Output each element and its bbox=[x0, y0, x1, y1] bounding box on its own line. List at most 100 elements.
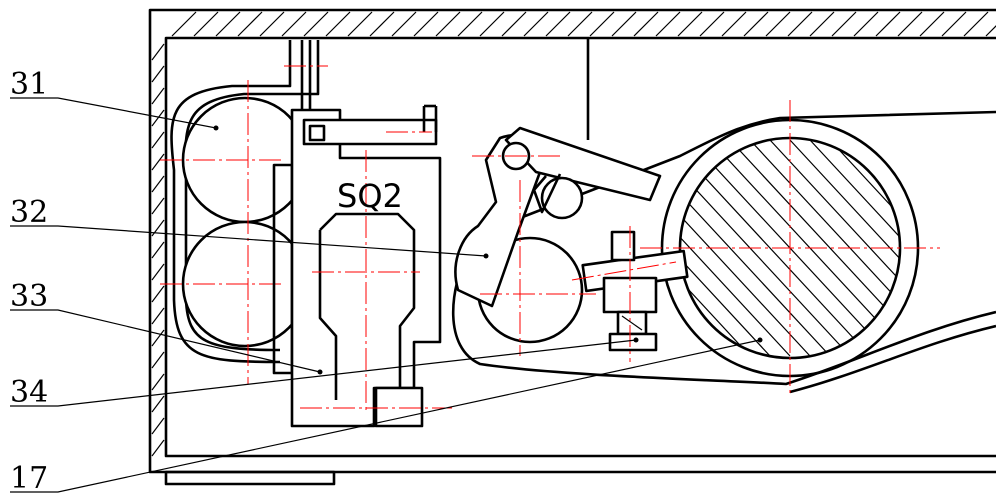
housing-hatch-left bbox=[151, 43, 165, 457]
hatch-line bbox=[151, 351, 165, 369]
hatch-line bbox=[897, 11, 923, 37]
hatch-line bbox=[151, 285, 165, 303]
hatch-line bbox=[655, 11, 681, 37]
hatch-line bbox=[941, 11, 967, 37]
leader-31-dot bbox=[213, 125, 219, 131]
hatch-line bbox=[457, 11, 483, 37]
hatch-line bbox=[985, 25, 996, 37]
lever-housing-upper bbox=[519, 110, 996, 220]
hatch-line bbox=[281, 11, 307, 37]
shaft-hatch-line bbox=[680, 139, 771, 357]
label-31: 31 bbox=[10, 67, 48, 102]
bracket-center bbox=[571, 261, 677, 281]
hatch-line bbox=[875, 11, 901, 37]
hatch-line bbox=[765, 11, 791, 37]
cam-lever-link bbox=[504, 126, 662, 202]
shaft-hatch-line bbox=[680, 139, 751, 357]
label-33: 33 bbox=[10, 279, 48, 314]
switch-tag: SQ2 bbox=[337, 177, 403, 215]
housing bbox=[148, 8, 996, 486]
leader-17 bbox=[10, 339, 761, 493]
shaft-hatch-line bbox=[809, 139, 900, 357]
hatch-line bbox=[325, 11, 351, 37]
leader-17-dot bbox=[757, 337, 763, 343]
hatch-line bbox=[259, 11, 285, 37]
hatch-line bbox=[171, 11, 197, 37]
lever-spring bbox=[532, 173, 562, 214]
hatch-line bbox=[567, 11, 593, 37]
hatch-line bbox=[151, 439, 165, 457]
shaft-hatch-line bbox=[769, 139, 900, 357]
cam-lever bbox=[454, 126, 662, 356]
hatch-line bbox=[151, 307, 165, 325]
hatch-line bbox=[633, 11, 659, 37]
hatch-line bbox=[699, 11, 725, 37]
bolt-head bbox=[610, 230, 636, 262]
hatch-line bbox=[743, 11, 769, 37]
hatch-line bbox=[589, 11, 615, 37]
hatch-line bbox=[193, 11, 219, 37]
hatch-line bbox=[347, 11, 373, 37]
housing-hatch-top bbox=[171, 11, 996, 37]
hatch-line bbox=[151, 417, 165, 435]
leader-32 bbox=[10, 225, 487, 257]
switch-top-bar-end bbox=[308, 124, 326, 142]
leader-32-dot bbox=[483, 253, 489, 259]
hatch-line bbox=[677, 11, 703, 37]
hatch-line bbox=[151, 175, 165, 193]
bolt-thread-mark bbox=[621, 315, 643, 331]
hatch-line bbox=[151, 395, 165, 413]
leader-31 bbox=[10, 97, 217, 129]
shaft-hatch-line bbox=[680, 139, 831, 357]
hatch-line bbox=[151, 153, 165, 171]
hatch-line bbox=[479, 11, 505, 37]
housing-inner-wall bbox=[164, 36, 996, 458]
label-32: 32 bbox=[10, 195, 48, 230]
hatch-line bbox=[853, 11, 879, 37]
lever-housing-lower-inner bbox=[789, 324, 996, 394]
leader-33 bbox=[10, 309, 321, 373]
hatch-line bbox=[545, 11, 571, 37]
hatch-line bbox=[369, 11, 395, 37]
hatch-line bbox=[611, 11, 637, 37]
hatch-line bbox=[303, 11, 329, 37]
hatch-line bbox=[963, 11, 989, 37]
hatch-line bbox=[151, 197, 165, 215]
hatch-line bbox=[151, 329, 165, 347]
hatch-line bbox=[151, 131, 165, 149]
hatch-line bbox=[919, 11, 945, 37]
switch-terminal-block bbox=[374, 386, 424, 428]
hatch-line bbox=[151, 109, 165, 127]
hatch-line bbox=[151, 373, 165, 391]
hatch-line bbox=[787, 11, 813, 37]
leader-34-dot bbox=[633, 337, 639, 343]
hatch-line bbox=[831, 11, 857, 37]
hatch-line bbox=[151, 263, 165, 281]
hatch-line bbox=[151, 87, 165, 105]
hatch-line bbox=[151, 241, 165, 259]
switch-cam-slot bbox=[318, 212, 416, 400]
hatch-line bbox=[501, 11, 527, 37]
leader-lines bbox=[10, 97, 763, 493]
lever-housing-lower bbox=[451, 247, 996, 386]
hatch-line bbox=[721, 11, 747, 37]
label-34: 34 bbox=[10, 375, 48, 410]
shaft-hatch-line bbox=[829, 139, 900, 357]
hatch-line bbox=[391, 11, 417, 37]
hatch-line bbox=[809, 11, 835, 37]
bolt-lock-nut bbox=[608, 332, 658, 352]
hatch-line bbox=[237, 11, 263, 37]
leader-34 bbox=[10, 339, 637, 407]
hatch-line bbox=[435, 11, 461, 37]
hatch-line bbox=[151, 65, 165, 83]
housing-outer-wall bbox=[148, 8, 996, 474]
roller-guide-plate bbox=[170, 40, 292, 364]
leader-33-dot bbox=[317, 369, 323, 375]
hatch-line bbox=[413, 11, 439, 37]
label-17: 17 bbox=[10, 461, 48, 496]
hatch-line bbox=[151, 219, 165, 237]
housing-base-plate bbox=[164, 470, 336, 486]
hatch-line bbox=[523, 11, 549, 37]
limit-switch-sq2: SQ2 bbox=[272, 104, 452, 428]
